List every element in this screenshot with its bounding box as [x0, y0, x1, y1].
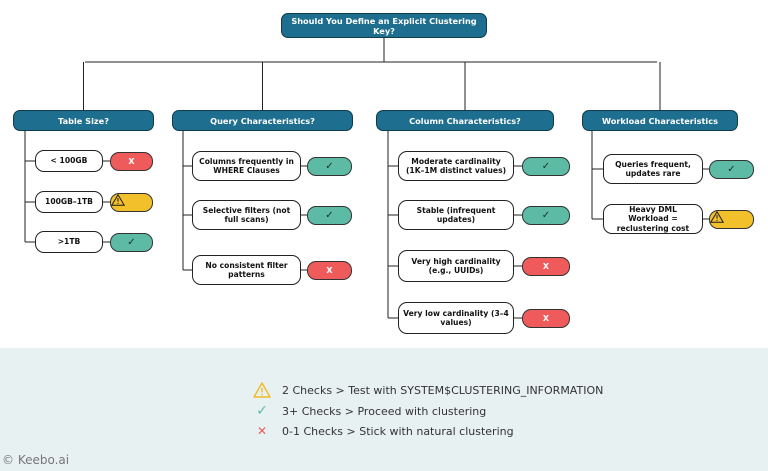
result-1-2-x-badge: X: [307, 260, 352, 280]
criterion-box-2-0: Moderate cardinality (1K–1M distinct val…: [398, 151, 514, 181]
category-header-3: Workload Characteristics: [582, 110, 738, 131]
warning-icon: [710, 210, 724, 223]
warning-icon: [111, 193, 125, 206]
result-2-1-check-badge: ✓: [522, 205, 570, 225]
criterion-box-1-1: Selective filters (not full scans): [192, 200, 301, 230]
criterion-box-2-2: Very high cardinality (e.g., UUIDs): [398, 250, 514, 282]
title-box: Should You Define an Explicit Clustering…: [281, 13, 487, 38]
criterion-box-0-2: >1TB: [35, 231, 103, 253]
criterion-box-3-1: Heavy DML Workload = reclustering cost: [603, 204, 703, 234]
criterion-box-1-0: Columns frequently in WHERE Clauses: [192, 151, 301, 181]
criterion-box-3-0: Queries frequent, updates rare: [603, 154, 703, 184]
legend-row-x: ✕ 0-1 Checks > Stick with natural cluste…: [253, 423, 514, 439]
result-1-0-check-badge: ✓: [307, 156, 352, 176]
check-icon: ✓: [256, 403, 268, 419]
legend-row-warning: 2 Checks > Test with SYSTEM$CLUSTERING_I…: [253, 382, 603, 398]
result-3-1-warning-badge: [709, 209, 754, 229]
result-2-3-x-badge: X: [522, 308, 570, 328]
result-2-0-check-badge: ✓: [522, 156, 570, 176]
result-0-1-warning-badge: [110, 192, 153, 212]
category-header-2: Column Characteristics?: [376, 110, 554, 131]
category-header-0: Table Size?: [13, 110, 154, 131]
legend-text-check: 3+ Checks > Proceed with clustering: [282, 404, 487, 418]
legend-text-x: 0-1 Checks > Stick with natural clusteri…: [282, 424, 514, 438]
x-icon: ✕: [256, 424, 268, 438]
criterion-box-0-1: 100GB–1TB: [35, 191, 103, 213]
legend-panel: 2 Checks > Test with SYSTEM$CLUSTERING_I…: [0, 348, 768, 471]
criterion-box-2-3: Very low cardinality (3–4 values): [398, 302, 514, 334]
criterion-box-2-1: Stable (infrequent updates): [398, 200, 514, 230]
result-0-0-x-badge: X: [110, 151, 153, 171]
credit-text: © Keebo.ai: [2, 453, 70, 467]
result-2-2-x-badge: X: [522, 256, 570, 276]
decision-diagram: Should You Define an Explicit Clustering…: [13, 13, 754, 334]
criterion-box-1-2: No consistent filter patterns: [192, 255, 301, 285]
legend-text-warning: 2 Checks > Test with SYSTEM$CLUSTERING_I…: [282, 383, 604, 397]
result-1-1-check-badge: ✓: [307, 205, 352, 225]
warning-icon: [253, 382, 271, 398]
result-3-0-check-badge: ✓: [709, 159, 754, 179]
criterion-box-0-0: < 100GB: [35, 150, 103, 172]
connector-lines: [24, 38, 709, 319]
legend-row-check: ✓ 3+ Checks > Proceed with clustering: [253, 403, 486, 419]
category-header-1: Query Characteristics?: [172, 110, 353, 131]
result-0-2-check-badge: ✓: [110, 232, 153, 252]
